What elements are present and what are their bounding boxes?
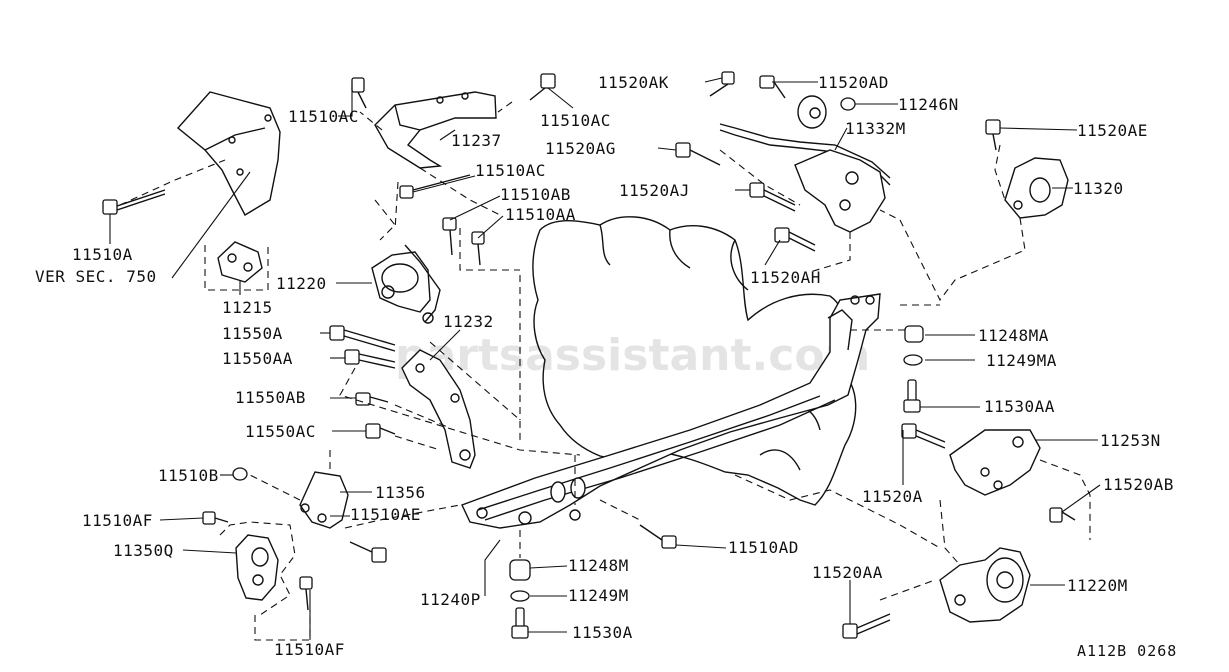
watermark: partsassistant.com xyxy=(395,330,870,381)
mount-11220 xyxy=(371,228,520,324)
label-11520aj: 11520AJ xyxy=(619,181,690,200)
label-11320: 11320 xyxy=(1073,179,1124,198)
label-11550aa: 11550AA xyxy=(222,349,293,368)
bolt-11510ac-a-icon xyxy=(351,77,367,109)
label-11520ag: 11520AG xyxy=(545,139,616,158)
bolt-11510ab-icon xyxy=(442,217,457,256)
nut-11510b-icon xyxy=(232,467,248,481)
label-11249m: 11249M xyxy=(568,586,629,605)
bolt-11510aa-icon xyxy=(471,231,485,266)
leader-lines xyxy=(109,77,1101,640)
bolt-11510af-b-icon xyxy=(299,576,313,611)
label-11510ac-c: 11510AC xyxy=(475,161,546,180)
bracket-11232 xyxy=(401,275,521,469)
bolt-11510ae-icon xyxy=(349,541,387,563)
part-labels: 11510AC 11237 11510AC 11520AK 11520AD 11… xyxy=(35,73,1177,660)
label-11237: 11237 xyxy=(451,131,502,150)
bolt-11520ae-icon xyxy=(985,119,1001,151)
bolt-11510a-icon xyxy=(102,189,166,215)
bolt-11520aj-icon xyxy=(749,182,796,212)
bracket-11253n xyxy=(949,429,1091,540)
label-11510af-b: 11510AF xyxy=(274,640,345,659)
bolt-11550ac-icon xyxy=(365,423,396,439)
bolt-11510ad-icon xyxy=(639,524,677,549)
mount-11220m xyxy=(734,474,1031,623)
insulator-11248m-icon xyxy=(509,559,531,581)
bolt-11530aa-icon xyxy=(903,379,921,413)
bracket-ver-sec-750 xyxy=(102,91,281,216)
label-11510a: 11510A xyxy=(72,245,133,264)
bracket-11356 xyxy=(239,450,461,529)
label-11510ab: 11510AB xyxy=(500,185,571,204)
label-11220: 11220 xyxy=(276,274,327,293)
label-11510ac-b: 11510AC xyxy=(540,111,611,130)
reference-code: A112B 0268 xyxy=(1077,642,1177,660)
label-11520ah: 11520AH xyxy=(750,268,821,287)
label-11510b: 11510B xyxy=(158,466,219,485)
bracket-11237 xyxy=(359,91,513,241)
label-11232: 11232 xyxy=(443,312,494,331)
label-11510ad: 11510AD xyxy=(728,538,799,557)
label-11510ae: 11510AE xyxy=(350,505,421,524)
label-11249ma: 11249MA xyxy=(986,351,1057,370)
washer-11249ma-icon xyxy=(903,354,923,366)
label-11550ac: 11550AC xyxy=(245,422,316,441)
label-11550ab: 11550AB xyxy=(235,388,306,407)
crossmember-11240p xyxy=(461,293,881,529)
label-11246n: 11246N xyxy=(898,95,959,114)
mount-11350q xyxy=(219,521,296,616)
washer-11249m-icon xyxy=(510,590,530,602)
label-11510af-a: 11510AF xyxy=(82,511,153,530)
label-11520ad: 11520AD xyxy=(818,73,889,92)
bolt-11510af-a-icon xyxy=(202,511,229,525)
bolt-11510ac-b-icon xyxy=(529,73,556,101)
label-11510ac-a: 11510AC xyxy=(288,107,359,126)
bracket-11332m xyxy=(719,95,891,273)
label-11350q: 11350Q xyxy=(113,541,174,560)
label-11332m: 11332M xyxy=(845,119,906,138)
bolt-11520aa-icon xyxy=(842,613,891,639)
bolt-11520ag-icon xyxy=(675,142,721,166)
label-ver-sec-750: VER SEC. 750 xyxy=(35,267,157,286)
bolt-11550aa-icon xyxy=(344,349,396,369)
bolt-11520ah-icon xyxy=(774,227,816,252)
insulator-11248ma-icon xyxy=(904,325,924,343)
label-11248ma: 11248MA xyxy=(978,326,1049,345)
label-11248m: 11248M xyxy=(568,556,629,575)
bolt-11520ad-icon xyxy=(759,75,786,99)
plate-11215 xyxy=(204,241,269,291)
bolt-11550a-icon xyxy=(329,325,396,352)
label-11510aa: 11510AA xyxy=(505,205,576,224)
bolt-11520ab-icon xyxy=(1049,507,1076,523)
label-11520ae: 11520AE xyxy=(1077,121,1148,140)
bolt-11520a-icon xyxy=(901,423,946,449)
label-11520aa: 11520AA xyxy=(812,563,883,582)
label-11520ak: 11520AK xyxy=(598,73,669,92)
label-11356: 11356 xyxy=(375,483,426,502)
label-11550a: 11550A xyxy=(222,324,283,343)
label-11530a: 11530A xyxy=(572,623,633,642)
label-11240p: 11240P xyxy=(420,590,481,609)
bolt-11530a-icon xyxy=(511,607,529,639)
label-11520ab: 11520AB xyxy=(1103,475,1174,494)
label-11530aa: 11530AA xyxy=(984,397,1055,416)
label-11253n: 11253N xyxy=(1100,431,1161,450)
bolt-11550ab-icon xyxy=(355,392,389,406)
label-11215: 11215 xyxy=(222,298,273,317)
label-11520a: 11520A xyxy=(862,487,923,506)
bolt-11520ak-icon xyxy=(709,71,735,97)
nut-11246n-icon xyxy=(840,97,856,111)
label-11220m: 11220M xyxy=(1067,576,1128,595)
mount-11320 xyxy=(879,144,1069,302)
